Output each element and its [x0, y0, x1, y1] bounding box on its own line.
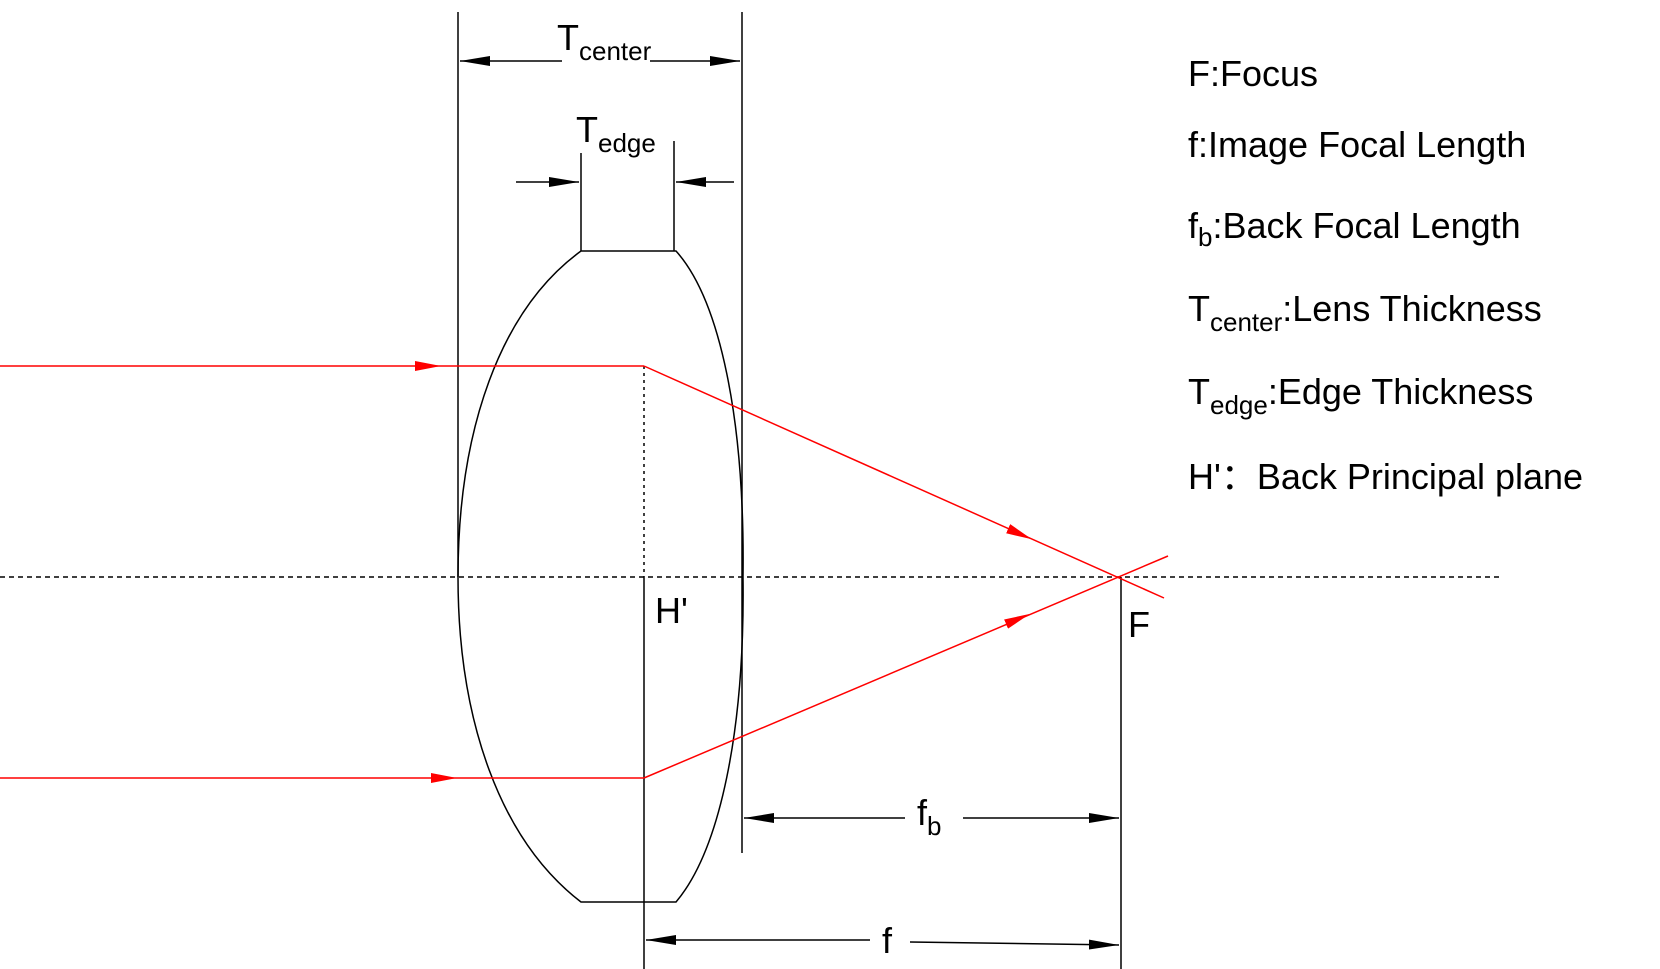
legend-item: f:Image Focal Length — [1188, 124, 1526, 165]
focus-label: F — [1128, 604, 1150, 645]
legend-item: Tedge:Edge Thickness — [1188, 371, 1533, 420]
legend: F:Focus f:Image Focal Length fb:Back Foc… — [1188, 53, 1583, 497]
upper-ray-refracted — [643, 365, 1165, 599]
legend-item: Tcenter:Lens Thickness — [1188, 288, 1542, 337]
t-edge-label: Tedge — [576, 109, 656, 158]
principal-plane-label: H' — [655, 590, 688, 631]
f-arrow-right — [909, 939, 1120, 950]
legend-item: H'：Back Principal plane — [1188, 456, 1583, 497]
lower-ray-refracted — [643, 555, 1169, 779]
legend-item: F:Focus — [1188, 53, 1318, 94]
lens-outline — [457, 250, 744, 903]
f-label: f — [882, 920, 893, 961]
t-center-label: Tcenter — [557, 17, 652, 66]
legend-item: fb:Back Focal Length — [1188, 205, 1521, 252]
fb-label: fb — [917, 792, 941, 841]
